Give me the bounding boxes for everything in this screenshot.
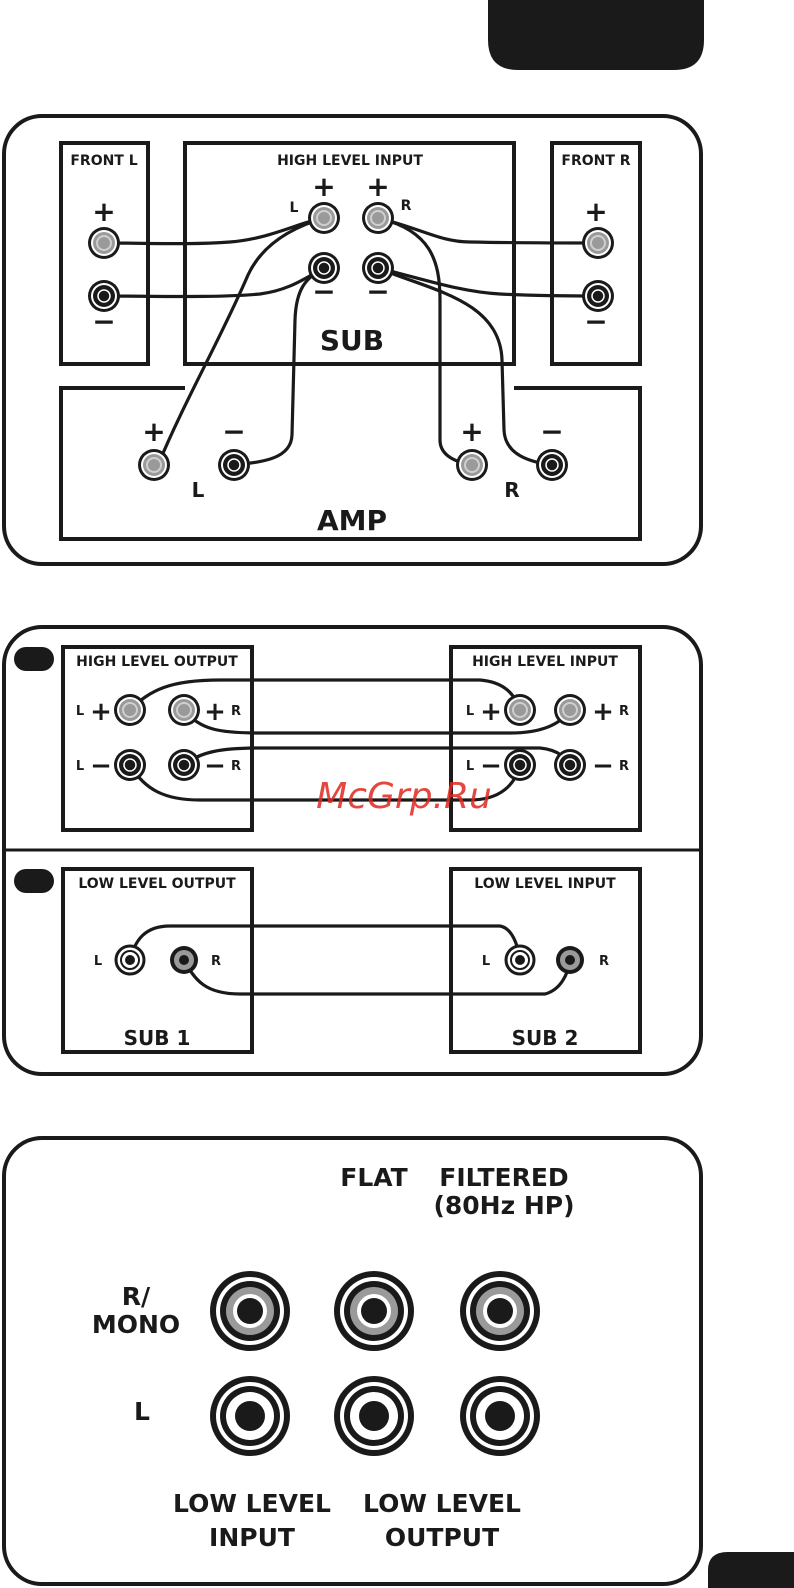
front-l-minus-sign: − bbox=[92, 305, 115, 338]
amp-label: AMP bbox=[317, 504, 387, 537]
amp-r-minus-sign: − bbox=[540, 415, 563, 448]
in-r-minus-terminal bbox=[554, 749, 586, 781]
low-out-l-label: L bbox=[94, 954, 102, 969]
rca-rmono-filtered bbox=[460, 1271, 540, 1351]
front-r-label: FRONT R bbox=[561, 153, 630, 169]
wire-amp-l-minus bbox=[234, 268, 324, 465]
header-tab-top bbox=[488, 0, 704, 70]
watermark: McGrp.Ru bbox=[316, 776, 492, 817]
diagram-rca-panel: FLAT FILTERED (80Hz HP) R/ MONO L bbox=[4, 1138, 701, 1584]
in-r-plus-r: R bbox=[619, 704, 629, 719]
sub2-label: SUB 2 bbox=[512, 1026, 579, 1050]
footer-tab-bottom bbox=[708, 1552, 794, 1588]
sub-r-minus-sign: − bbox=[366, 275, 389, 308]
sub-input-l-plus-terminal bbox=[308, 202, 340, 234]
in-l-plus-sign: + bbox=[480, 697, 502, 727]
high-level-input-label: HIGH LEVEL INPUT bbox=[277, 153, 423, 169]
rca-out-l bbox=[116, 946, 144, 974]
low-level-output-label-1: LOW LEVEL bbox=[363, 1489, 521, 1518]
low-level-output-label: LOW LEVEL OUTPUT bbox=[78, 876, 236, 892]
amp-l-minus-terminal bbox=[218, 449, 250, 481]
out-r-plus-terminal bbox=[168, 694, 200, 726]
sub-input-r-plus-terminal bbox=[362, 202, 394, 234]
out-r-minus-sign: − bbox=[204, 751, 226, 781]
out-l-plus-sign: + bbox=[90, 697, 112, 727]
sub-label: SUB bbox=[320, 324, 384, 357]
out-l-plus-terminal bbox=[114, 694, 146, 726]
amp-l-label: L bbox=[192, 478, 205, 502]
rca-in-r bbox=[556, 946, 584, 974]
sub-r-label: R bbox=[401, 198, 412, 214]
low-level-input-label-2: INPUT bbox=[209, 1523, 295, 1552]
amp-l-plus-terminal bbox=[138, 449, 170, 481]
rca-l-filtered bbox=[460, 1376, 540, 1456]
in-l-plus-l: L bbox=[466, 704, 474, 719]
high-level-output-label: HIGH LEVEL OUTPUT bbox=[76, 654, 238, 670]
amp-r-plus-sign: + bbox=[460, 415, 483, 448]
low-level-input-label: LOW LEVEL INPUT bbox=[474, 876, 616, 892]
high-level-input-label-2: HIGH LEVEL INPUT bbox=[472, 654, 618, 670]
low-in-r-label: R bbox=[599, 954, 609, 969]
low-out-r-label: R bbox=[211, 954, 221, 969]
in-l-minus-terminal bbox=[504, 749, 536, 781]
front-r-minus-sign: − bbox=[584, 305, 607, 338]
rca-in-l bbox=[506, 946, 534, 974]
in-l-minus-l: L bbox=[466, 759, 474, 774]
low-level-input-box bbox=[451, 869, 640, 1052]
amp-r-plus-terminal bbox=[456, 449, 488, 481]
out-r-plus-sign: + bbox=[204, 697, 226, 727]
sub1-label: SUB 1 bbox=[124, 1026, 191, 1050]
diagram-sub-daisy-chain: HIGH LEVEL OUTPUT HIGH LEVEL INPUT L + +… bbox=[4, 627, 701, 1074]
sub-r-plus-sign: + bbox=[366, 170, 389, 203]
out-r-plus-r: R bbox=[231, 704, 241, 719]
amp-r-label: R bbox=[504, 478, 519, 502]
front-r-plus-sign: + bbox=[584, 195, 607, 228]
front-l-label: FRONT L bbox=[70, 153, 137, 169]
amp-l-plus-sign: + bbox=[142, 415, 165, 448]
high-level-output-box bbox=[63, 647, 252, 830]
low-level-input-label-1: LOW LEVEL bbox=[173, 1489, 331, 1518]
r-mono-label-2: MONO bbox=[92, 1310, 180, 1339]
out-l-plus-l: L bbox=[76, 704, 84, 719]
rca-rmono-input bbox=[210, 1271, 290, 1351]
in-r-minus-sign: − bbox=[592, 751, 614, 781]
out-r-minus-terminal bbox=[168, 749, 200, 781]
rca-l-input bbox=[210, 1376, 290, 1456]
low-level-output-box bbox=[63, 869, 252, 1052]
sub-l-minus-sign: − bbox=[312, 275, 335, 308]
step-badge-b bbox=[14, 869, 54, 893]
out-l-minus-sign: − bbox=[90, 751, 112, 781]
front-l-plus-terminal bbox=[88, 227, 120, 259]
rca-l-flat bbox=[334, 1376, 414, 1456]
sub-l-label: L bbox=[290, 200, 299, 216]
in-l-plus-terminal bbox=[504, 694, 536, 726]
diagram-sub-amp-wiring: FRONT L HIGH LEVEL INPUT FRONT R + − + −… bbox=[4, 116, 701, 564]
out-l-minus-l: L bbox=[76, 759, 84, 774]
filtered-sub-label: (80Hz HP) bbox=[433, 1191, 574, 1220]
front-l-plus-sign: + bbox=[92, 195, 115, 228]
amp-r-minus-terminal bbox=[536, 449, 568, 481]
l-row-label: L bbox=[134, 1397, 150, 1426]
r-mono-label-1: R/ bbox=[122, 1282, 151, 1311]
rca-out-r bbox=[170, 946, 198, 974]
wire-front-l-minus bbox=[104, 268, 324, 297]
low-level-output-label-2: OUTPUT bbox=[385, 1523, 499, 1552]
in-r-plus-terminal bbox=[554, 694, 586, 726]
front-r-plus-terminal bbox=[582, 227, 614, 259]
in-r-plus-sign: + bbox=[592, 697, 614, 727]
out-r-minus-r: R bbox=[231, 759, 241, 774]
sub-l-plus-sign: + bbox=[312, 170, 335, 203]
flat-label: FLAT bbox=[340, 1163, 407, 1192]
low-in-l-label: L bbox=[482, 954, 490, 969]
filtered-label: FILTERED bbox=[439, 1163, 568, 1192]
out-l-minus-terminal bbox=[114, 749, 146, 781]
wire-amp-r-plus bbox=[378, 218, 472, 465]
step-badge-a bbox=[14, 647, 54, 671]
amp-l-minus-sign: − bbox=[222, 415, 245, 448]
in-r-minus-r: R bbox=[619, 759, 629, 774]
panel-3-frame bbox=[4, 1138, 701, 1584]
rca-rmono-flat bbox=[334, 1271, 414, 1351]
